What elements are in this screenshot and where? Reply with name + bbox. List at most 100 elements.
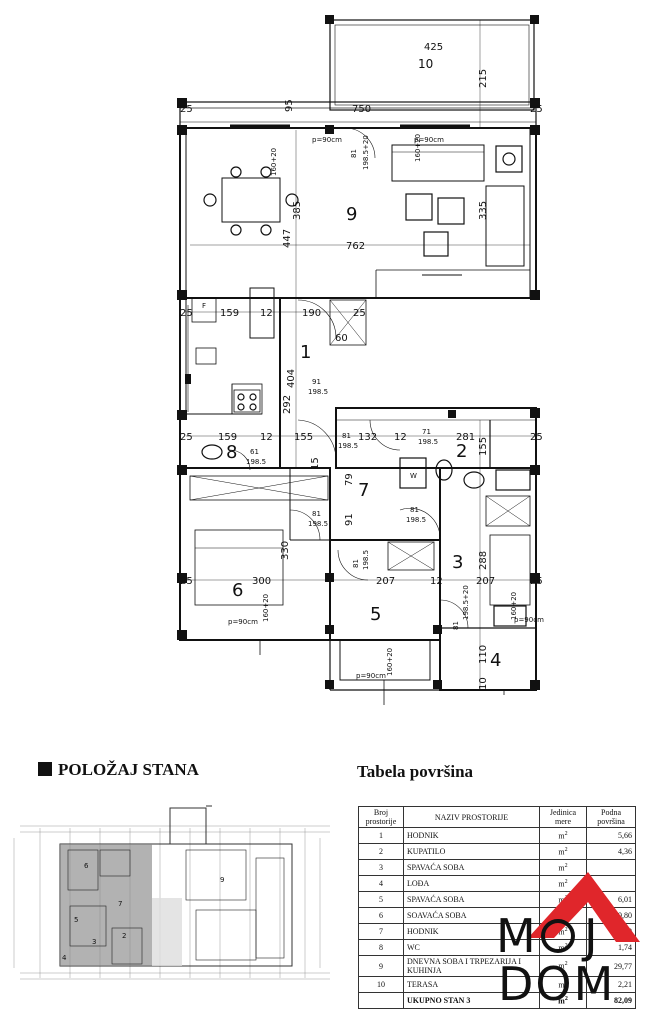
location-heading: POLOŽAJ STANA [38, 760, 199, 780]
col-unit: Jedinica mere [539, 806, 587, 828]
dim-155-a: 155 [294, 432, 313, 443]
row-area-text: 6,01 [618, 895, 632, 904]
row-name-text: LOĐA [407, 879, 430, 888]
row-name-text: TERASA [407, 980, 439, 989]
row-area-text: 4,36 [618, 847, 632, 856]
door-81-e: 81 [352, 559, 360, 568]
unit-superscript: 2 [564, 995, 568, 1002]
row-name: KUPATILO [403, 843, 540, 860]
dim-12-b: 12 [260, 432, 273, 443]
row-number-text: 2 [379, 847, 383, 856]
door-198-b: 198.5 [338, 442, 358, 450]
svg-text:J: J [581, 909, 600, 963]
door-81-b: 81 [342, 432, 351, 440]
row-number: 3 [358, 859, 404, 876]
dim-25-e: 25 [180, 432, 193, 443]
key-label-5: 5 [74, 916, 78, 924]
door-198-f: 198.5 [308, 520, 328, 528]
row-number-text: 1 [379, 831, 383, 840]
row-name-text: WC [407, 943, 420, 952]
unit-superscript: 2 [564, 979, 568, 986]
row-number: 8 [358, 939, 404, 956]
door-61: 61 [250, 448, 259, 456]
row-unit-text: m [558, 863, 565, 873]
win-160-a: 160+20 [270, 148, 278, 176]
dim-425: 425 [424, 42, 443, 53]
room-label-9: 9 [346, 204, 357, 225]
key-plan: 5 6 3 4 7 9 2 [13, 805, 330, 980]
dim-215: 215 [478, 69, 489, 88]
row-area-text: 9,80 [618, 911, 632, 920]
room-label-1: 1 [300, 342, 311, 363]
row-area-text: 29,77 [614, 961, 632, 971]
unit-superscript: 2 [564, 862, 568, 869]
room-label-8: 8 [226, 442, 237, 463]
row-name-text: KUPATILO [407, 847, 446, 856]
row-name: UKUPNO STAN 3 [403, 992, 540, 1009]
dim-190: 190 [302, 308, 321, 319]
unit-superscript: 2 [564, 878, 568, 885]
door-91: 91 [312, 378, 321, 386]
dim-15: 15 [310, 457, 321, 470]
room-label-5: 5 [370, 604, 381, 625]
row-area: 4,36 [586, 843, 636, 860]
unit-superscript: 2 [564, 961, 568, 968]
svg-text:M: M [496, 909, 538, 963]
row-number-text: 4 [379, 879, 383, 888]
col-area: Podna površina [586, 806, 636, 828]
dim-132: 132 [358, 432, 377, 443]
table-heading: Tabela površina [357, 762, 474, 781]
row-number: 10 [358, 976, 404, 993]
row-unit-text: m [558, 847, 565, 857]
win-p90-e: p=90cm [514, 616, 544, 624]
dim-95: 95 [284, 99, 295, 112]
unit-superscript: 2 [564, 846, 568, 853]
room-label-7: 7 [358, 480, 369, 501]
row-area: 5,66 [586, 827, 636, 844]
row-unit: m2 [539, 843, 587, 860]
location-heading-text: POLOŽAJ STANA [58, 760, 199, 779]
unit-superscript: 2 [564, 942, 568, 949]
row-unit-text: m [558, 831, 565, 841]
row-unit: m2 [539, 827, 587, 844]
dim-288: 288 [478, 551, 489, 570]
door-81-f: 81 [452, 621, 460, 630]
room-label-10: 10 [418, 57, 433, 71]
row-area-text: 2,21 [618, 980, 632, 989]
door-198-g: 198.5 [406, 516, 426, 524]
dim-155-b: 155 [478, 437, 489, 456]
dim-25-f: 25 [530, 432, 543, 443]
door-198-h: 198.5 [362, 550, 370, 570]
row-unit-text: m [558, 943, 565, 953]
row-number-text: 7 [379, 927, 383, 936]
row-number: 6 [358, 907, 404, 924]
row-name-text: SPAVAĆA SOBA [407, 895, 465, 904]
dim-25-c: 25 [180, 308, 193, 319]
dim-25-h: 25 [530, 576, 543, 587]
row-unit-text: m [558, 927, 565, 937]
key-label-9: 9 [220, 876, 224, 884]
row-unit-text: m [558, 980, 565, 990]
row-unit-text: m [558, 961, 565, 971]
win-160-c: 160+20 [262, 594, 270, 622]
dim-12-a: 12 [260, 308, 273, 319]
dim-447: 447 [282, 229, 293, 248]
door-198-i: 198.5+20 [462, 585, 470, 620]
door-198-c: 198.5 [308, 388, 328, 396]
row-number-text: 5 [379, 895, 383, 904]
dim-762: 762 [346, 241, 365, 252]
door-81-c: 81 [312, 510, 321, 518]
row-number [358, 992, 404, 1009]
washer-label: W [410, 472, 417, 480]
dim-79: 79 [344, 473, 355, 486]
highlighted-apartment [60, 844, 152, 966]
dim-10: 10 [478, 677, 489, 690]
row-number: 1 [358, 827, 404, 844]
dim-207-a: 207 [376, 576, 395, 587]
row-number: 9 [358, 955, 404, 977]
dim-404: 404 [286, 369, 297, 388]
row-area-text: 5,66 [618, 831, 632, 840]
